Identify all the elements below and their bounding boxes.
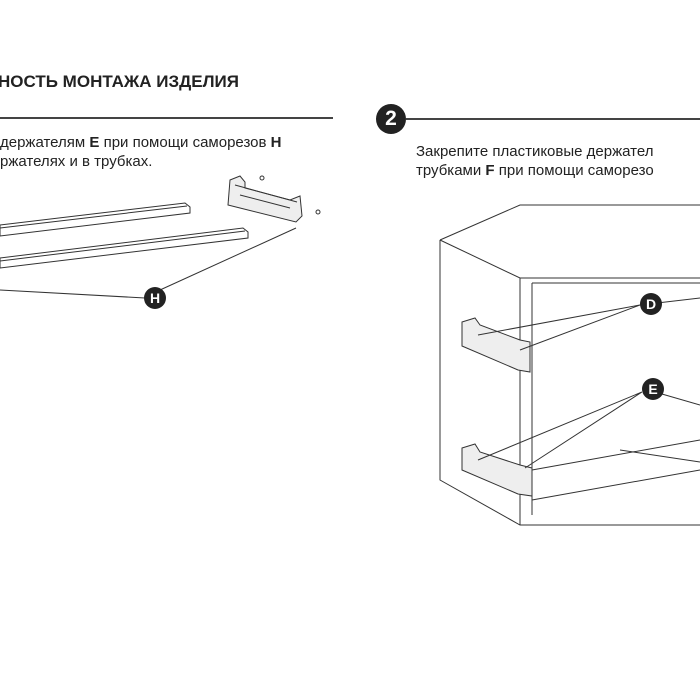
step1-text-line1: держателям E при помощи саморезов H <box>0 133 281 152</box>
holder-drawing <box>227 175 321 223</box>
callout-h: H <box>144 287 166 309</box>
leader-lines <box>0 227 297 299</box>
part-label: F <box>485 162 495 179</box>
callout-d: D <box>640 293 662 315</box>
step-number-badge: 2 <box>376 104 406 134</box>
callout-e: E <box>642 378 664 400</box>
text: при помощи саморезо <box>494 162 654 179</box>
step1-text-line2: ржателях и в трубках. <box>0 153 153 170</box>
section-divider <box>0 117 333 119</box>
part-label: E <box>89 134 100 151</box>
page-title: НОСТЬ МОНТАЖА ИЗДЕЛИЯ <box>0 72 239 91</box>
step2-text-line2: трубками F при помощи саморезо <box>416 161 654 180</box>
text: держателям <box>0 134 90 151</box>
tubes-drawing <box>0 202 249 269</box>
part-label: H <box>270 134 282 151</box>
step2-divider <box>406 118 700 120</box>
text: при помощи саморезов <box>99 134 271 151</box>
cabinet-drawing <box>439 204 700 526</box>
text: трубками <box>416 162 486 179</box>
step2-text-line1: Закрепите пластиковые держател <box>416 143 654 160</box>
